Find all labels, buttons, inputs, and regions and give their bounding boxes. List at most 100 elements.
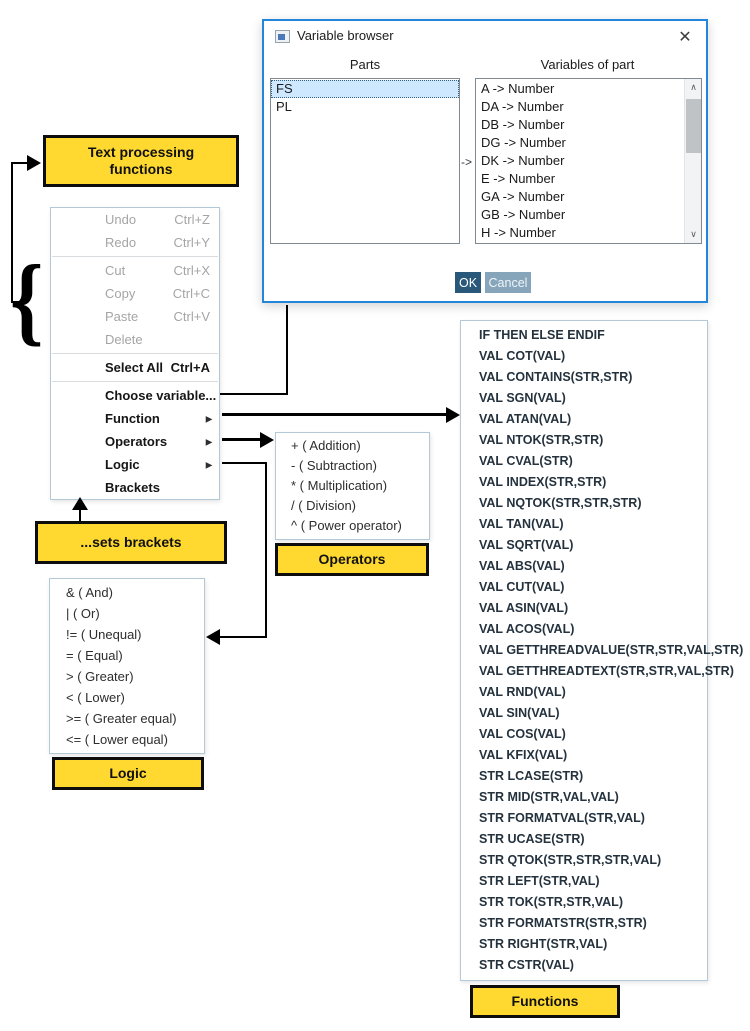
function-item-label: STR CSTR(VAL) bbox=[479, 958, 574, 972]
function-menu-item[interactable]: VAL COT(VAL) bbox=[461, 346, 707, 367]
function-menu-item[interactable]: STR CSTR(VAL) bbox=[461, 955, 707, 976]
connector-line bbox=[286, 305, 288, 395]
function-menu-item[interactable]: VAL COS(VAL) bbox=[461, 724, 707, 745]
function-menu-item[interactable]: STR FORMATVAL(STR,VAL) bbox=[461, 808, 707, 829]
variable-list-item-label: GB -> Number bbox=[481, 207, 566, 222]
variable-list-item[interactable]: DB -> Number bbox=[476, 116, 684, 134]
variable-list-item[interactable]: DK -> Number bbox=[476, 152, 684, 170]
variable-list-item[interactable]: GA -> Number bbox=[476, 188, 684, 206]
logic-submenu: & ( And) | ( Or) != ( Unequal) = ( Equal… bbox=[49, 578, 205, 754]
parts-list-item[interactable]: PL bbox=[271, 98, 459, 116]
context-menu-item[interactable]: Redo Ctrl+Y bbox=[51, 231, 219, 254]
function-menu-item[interactable]: VAL CONTAINS(STR,STR) bbox=[461, 367, 707, 388]
connector-arrowhead-icon bbox=[27, 155, 41, 171]
function-item-label: VAL SGN(VAL) bbox=[479, 391, 566, 405]
variable-list-item[interactable]: E -> Number bbox=[476, 170, 684, 188]
function-menu-item[interactable]: VAL ABS(VAL) bbox=[461, 556, 707, 577]
function-item-label: IF THEN ELSE ENDIF bbox=[479, 328, 605, 342]
function-menu-item[interactable]: STR QTOK(STR,STR,STR,VAL) bbox=[461, 850, 707, 871]
operator-menu-item[interactable]: + ( Addition) bbox=[276, 436, 429, 456]
function-menu-item[interactable]: IF THEN ELSE ENDIF bbox=[461, 325, 707, 346]
function-menu-item[interactable]: VAL NTOK(STR,STR) bbox=[461, 430, 707, 451]
function-menu-item[interactable]: STR LEFT(STR,VAL) bbox=[461, 871, 707, 892]
function-menu-item[interactable]: STR LCASE(STR) bbox=[461, 766, 707, 787]
function-menu-item[interactable]: VAL GETTHREADVALUE(STR,STR,VAL,STR) bbox=[461, 640, 743, 661]
label-text: Text processing functions bbox=[87, 144, 195, 177]
function-item-label: VAL GETTHREADTEXT(STR,STR,VAL,STR) bbox=[479, 664, 734, 678]
function-menu-item[interactable]: VAL ACOS(VAL) bbox=[461, 619, 707, 640]
function-item-label: VAL ATAN(VAL) bbox=[479, 412, 572, 426]
context-menu-item[interactable]: Paste Ctrl+V bbox=[51, 305, 219, 328]
function-menu-item[interactable]: VAL RND(VAL) bbox=[461, 682, 707, 703]
function-item-label: VAL SIN(VAL) bbox=[479, 706, 560, 720]
parts-list-item[interactable]: FS bbox=[271, 80, 459, 98]
app-window-icon bbox=[275, 30, 290, 43]
function-menu-item[interactable]: VAL INDEX(STR,STR) bbox=[461, 472, 707, 493]
function-menu-item[interactable]: STR UCASE(STR) bbox=[461, 829, 707, 850]
variable-list-item[interactable]: DG -> Number bbox=[476, 134, 684, 152]
variable-list-item[interactable]: DA -> Number bbox=[476, 98, 684, 116]
operator-item-label: * ( Multiplication) bbox=[291, 478, 388, 493]
operator-menu-item[interactable]: ^ ( Power operator) bbox=[276, 516, 429, 536]
logic-menu-item[interactable]: | ( Or) bbox=[50, 603, 204, 624]
logic-menu-item[interactable]: > ( Greater) bbox=[50, 666, 204, 687]
parts-column-label: Parts bbox=[349, 57, 381, 72]
function-menu-item[interactable]: VAL CVAL(STR) bbox=[461, 451, 707, 472]
function-menu-item[interactable]: VAL ASIN(VAL) bbox=[461, 598, 707, 619]
context-menu-item[interactable]: Function ▶ bbox=[51, 407, 219, 430]
operator-item-label: / ( Division) bbox=[291, 498, 357, 513]
label-sets-brackets: ...sets brackets bbox=[35, 521, 227, 564]
function-menu-item[interactable]: STR RIGHT(STR,VAL) bbox=[461, 934, 707, 955]
function-menu-item[interactable]: VAL CUT(VAL) bbox=[461, 577, 707, 598]
context-menu-item[interactable]: Copy Ctrl+C bbox=[51, 282, 219, 305]
scroll-down-icon[interactable]: ∨ bbox=[690, 229, 697, 239]
function-menu-item[interactable]: STR TOK(STR,STR,VAL) bbox=[461, 892, 707, 913]
logic-menu-item[interactable]: <= ( Lower equal) bbox=[50, 729, 204, 750]
variables-listbox[interactable]: ∧ ∨ A -> Number DA -> Number DB -> Numbe… bbox=[475, 78, 702, 244]
function-menu-item[interactable]: VAL GETTHREADTEXT(STR,STR,VAL,STR) bbox=[461, 661, 734, 682]
function-menu-item[interactable]: VAL SQRT(VAL) bbox=[461, 535, 707, 556]
function-menu-item[interactable]: VAL ATAN(VAL) bbox=[461, 409, 707, 430]
variable-list-item[interactable]: A -> Number bbox=[476, 80, 684, 98]
context-menu-item[interactable]: Operators ▶ bbox=[51, 430, 219, 453]
variable-list-item-label: A -> Number bbox=[481, 81, 555, 96]
scroll-up-icon[interactable]: ∧ bbox=[690, 82, 697, 92]
close-icon[interactable]: ✕ bbox=[678, 28, 692, 46]
logic-menu-item[interactable]: & ( And) bbox=[50, 582, 204, 603]
logic-item-label: & ( And) bbox=[66, 585, 113, 600]
logic-menu-item[interactable]: >= ( Greater equal) bbox=[50, 708, 204, 729]
function-menu-item[interactable]: VAL KFIX(VAL) bbox=[461, 745, 707, 766]
menu-item-label: Redo bbox=[105, 235, 137, 250]
menu-item-label: Logic bbox=[105, 457, 140, 472]
logic-menu-item[interactable]: = ( Equal) bbox=[50, 645, 204, 666]
logic-menu-item[interactable]: != ( Unequal) bbox=[50, 624, 204, 645]
context-menu-item[interactable]: Brackets bbox=[51, 476, 219, 499]
function-menu-item[interactable]: VAL TAN(VAL) bbox=[461, 514, 707, 535]
variable-browser-dialog: Variable browser ✕ Parts Variables of pa… bbox=[262, 19, 708, 303]
function-menu-item[interactable]: STR MID(STR,VAL,VAL) bbox=[461, 787, 707, 808]
operator-menu-item[interactable]: / ( Division) bbox=[276, 496, 429, 516]
ok-button[interactable]: OK bbox=[455, 272, 481, 293]
function-menu-item[interactable]: VAL SGN(VAL) bbox=[461, 388, 707, 409]
parts-listbox[interactable]: FS PL bbox=[270, 78, 460, 244]
context-menu-item[interactable]: Choose variable... bbox=[51, 384, 219, 407]
operator-item-label: ^ ( Power operator) bbox=[291, 518, 402, 533]
context-menu-item[interactable]: Undo Ctrl+Z bbox=[51, 208, 219, 231]
context-menu-item[interactable]: Delete bbox=[51, 328, 219, 351]
variable-list-item[interactable]: H -> Number bbox=[476, 224, 684, 242]
label-logic: Logic bbox=[52, 757, 204, 790]
scrollbar-thumb[interactable] bbox=[686, 99, 701, 153]
context-menu-item[interactable]: Cut Ctrl+X bbox=[51, 259, 219, 282]
function-menu-item[interactable]: STR FORMATSTR(STR,STR) bbox=[461, 913, 707, 934]
scrollbar[interactable]: ∧ ∨ bbox=[684, 79, 701, 243]
variable-list-item[interactable]: GB -> Number bbox=[476, 206, 684, 224]
context-menu-item[interactable]: Logic ▶ bbox=[51, 453, 219, 476]
context-menu-item[interactable]: Select All Ctrl+A bbox=[51, 356, 219, 379]
logic-menu-item[interactable]: < ( Lower) bbox=[50, 687, 204, 708]
function-menu-item[interactable]: VAL SIN(VAL) bbox=[461, 703, 707, 724]
operator-menu-item[interactable]: - ( Subtraction) bbox=[276, 456, 429, 476]
operator-menu-item[interactable]: * ( Multiplication) bbox=[276, 476, 429, 496]
cancel-button[interactable]: Cancel bbox=[485, 272, 531, 293]
function-menu-item[interactable]: VAL NQTOK(STR,STR,STR) bbox=[461, 493, 707, 514]
label-functions: Functions bbox=[470, 985, 620, 1018]
